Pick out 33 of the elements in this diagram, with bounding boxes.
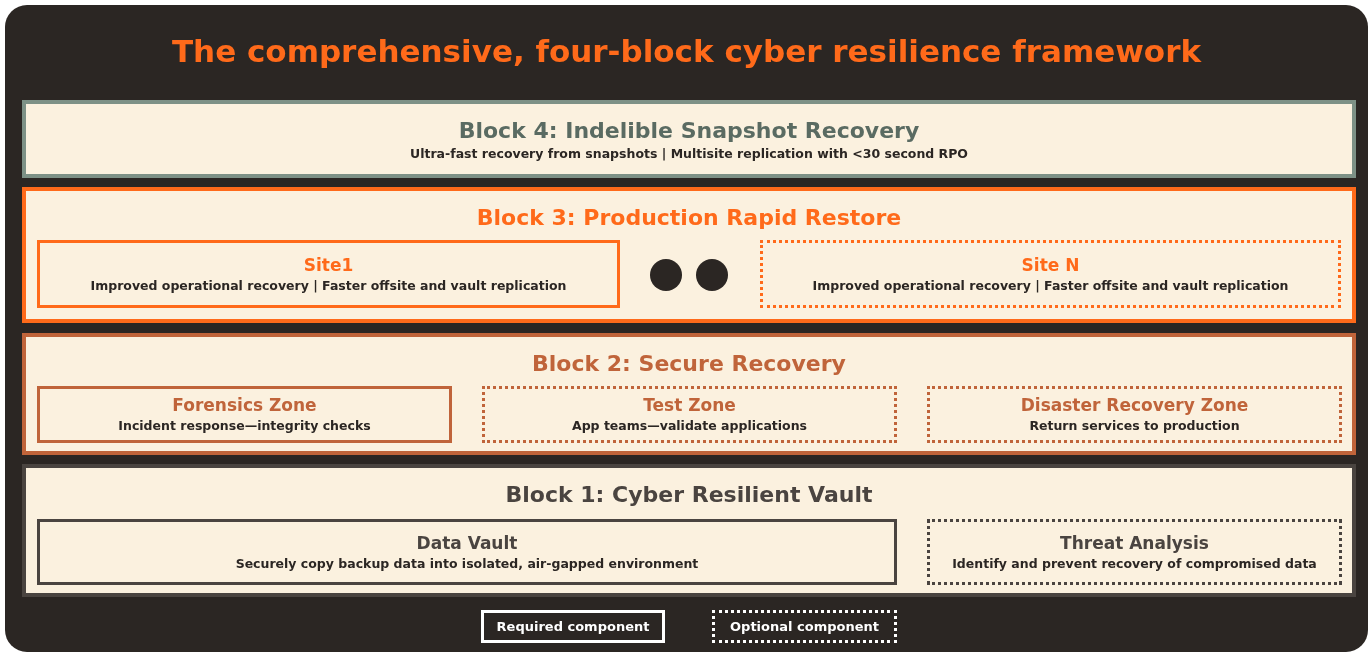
heading: Block 2: Secure Recovery: [532, 351, 846, 376]
component-box: [482, 386, 897, 443]
heading: Block 4: Indelible Snapshot Recovery: [458, 118, 920, 143]
heading: Block 3: Production Rapid Restore: [476, 205, 902, 230]
heading: Data Vault: [416, 533, 518, 553]
description: Incident response—integrity checks: [118, 418, 371, 433]
description: Securely copy backup data into isolated, air-gapped environment: [235, 556, 699, 571]
block-panel: [22, 464, 1356, 597]
title: The comprehensive, four-block cyber resilience framework: [170, 33, 1203, 69]
component-box: [760, 240, 1341, 308]
block-panel: [22, 100, 1356, 178]
legend-item: Optional component: [712, 610, 897, 643]
heading: Site1: [303, 255, 354, 275]
heading: Threat Analysis: [1060, 533, 1209, 553]
heading: Block 1: Cyber Resilient Vault: [505, 482, 873, 507]
block-panel: [22, 333, 1356, 455]
component-box: [927, 386, 1342, 443]
heading: Site N: [1021, 255, 1080, 275]
legend-item: Required component: [481, 610, 665, 643]
heading: Forensics Zone: [172, 395, 317, 415]
component-box: [37, 240, 620, 308]
description: Improved operational recovery | Faster offsite and vault replication: [90, 278, 567, 293]
heading: Disaster Recovery Zone: [1020, 395, 1249, 415]
component-box: [927, 519, 1342, 585]
description: Improved operational recovery | Faster offsite and vault replication: [812, 278, 1289, 293]
description: Identify and prevent recovery of compromised data: [952, 556, 1317, 571]
component-box: [37, 386, 452, 443]
heading: Test Zone: [643, 395, 736, 415]
description: App teams—validate applications: [571, 418, 807, 433]
description: Return services to production: [1029, 418, 1240, 433]
block-panel: [22, 187, 1356, 323]
component-box: [37, 519, 897, 585]
description: Ultra-fast recovery from snapshots | Multisite replication with <30 second RPO: [410, 146, 968, 161]
